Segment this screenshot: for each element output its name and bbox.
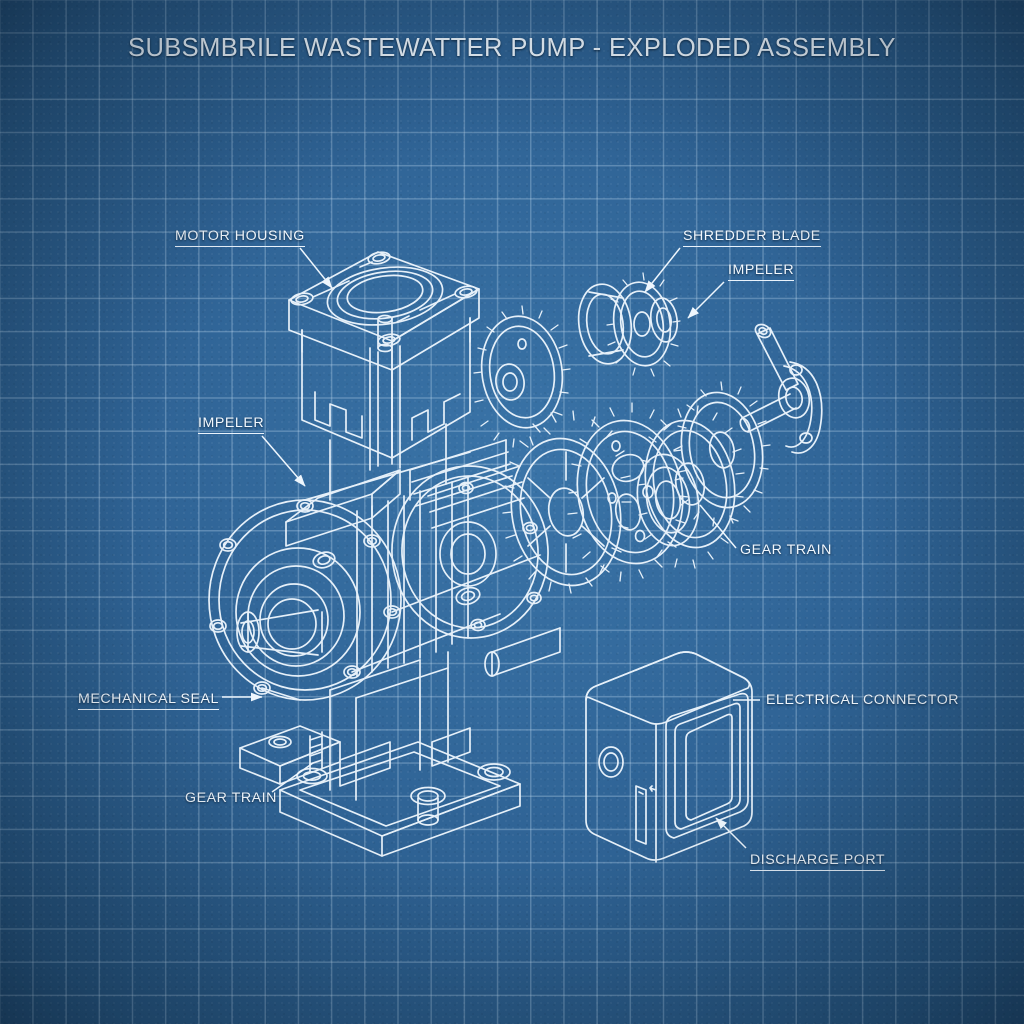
blueprint-sheet: SUBSMBRILE WASTEWATTER PUMP - EXPLODED A… (0, 0, 1024, 1024)
paper-vignette (0, 0, 1024, 1024)
